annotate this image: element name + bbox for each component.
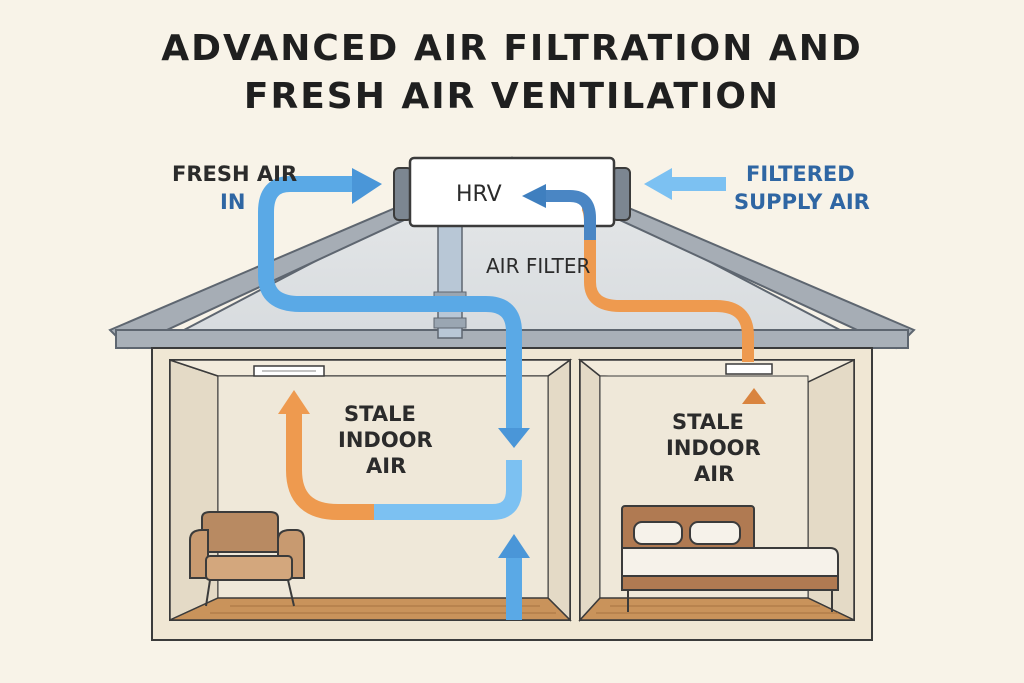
- stale-air-arrowhead-right: [742, 388, 766, 404]
- hrv-unit: [393, 156, 631, 228]
- ceiling-vent-right: [725, 363, 773, 375]
- label-supply-air: SUPPLY AIR: [734, 190, 870, 214]
- stale-air-return-left: [286, 412, 374, 520]
- filtered-supply-arrowhead: [644, 168, 672, 200]
- vertical-duct: [433, 225, 467, 339]
- floor-left: [169, 597, 572, 621]
- hrv-inlet-arrowhead: [522, 184, 546, 208]
- fresh-air-arrowhead-down: [498, 428, 530, 448]
- label-fresh-air: FRESH AIR: [172, 162, 298, 186]
- label-stale-right-1: STALE: [672, 410, 744, 434]
- label-stale-right-3: AIR: [694, 462, 735, 486]
- stale-air-arrowhead-up: [278, 390, 310, 414]
- fresh-air-duct: [258, 176, 522, 430]
- page-title-line-1: ADVANCED AIR FILTRATION AND: [161, 28, 863, 69]
- return-duct-blue: [374, 460, 522, 520]
- page-title-line-2: FRESH AIR VENTILATION: [243, 76, 781, 117]
- label-hrv: HRV: [456, 182, 502, 207]
- supply-riser-arrowhead: [498, 534, 530, 558]
- label-air-filter: AIR FILTER: [486, 254, 591, 278]
- label-stale-left-1: STALE: [344, 402, 416, 426]
- filtered-supply-duct-top: [544, 190, 596, 240]
- label-stale-left-2: INDOOR: [338, 428, 433, 452]
- label-stale-right-2: INDOOR: [666, 436, 761, 460]
- label-fresh-air-in: IN: [220, 190, 246, 214]
- floor-right: [578, 597, 855, 621]
- label-filtered: FILTERED: [746, 162, 855, 186]
- bed-icon: [621, 505, 839, 612]
- armchair-icon: [189, 511, 305, 607]
- label-stale-left-3: AIR: [366, 454, 407, 478]
- fresh-air-arrowhead-top: [352, 168, 382, 204]
